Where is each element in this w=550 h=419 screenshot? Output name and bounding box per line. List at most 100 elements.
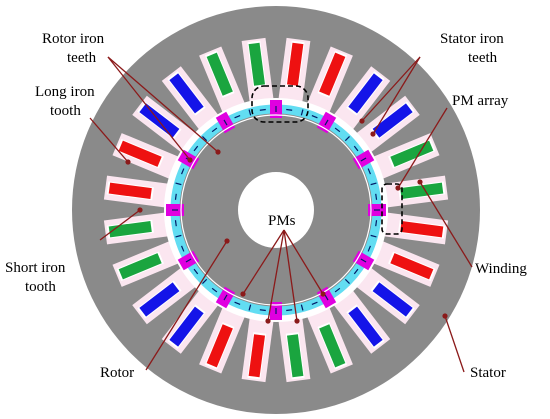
winding-coil xyxy=(169,73,204,114)
leader-dot xyxy=(395,185,401,191)
pm-magnetization-arrow xyxy=(311,114,318,119)
pm-magnetization-arrow xyxy=(202,278,208,284)
pm-magnetization-arrow xyxy=(211,287,218,293)
label-long-iron-tooth-line2: tooth xyxy=(50,103,81,119)
leader-dot xyxy=(320,291,326,297)
winding-coil xyxy=(348,73,383,114)
leader-dot xyxy=(187,157,193,163)
pm-magnetization-arrow xyxy=(375,220,378,227)
pm-array-box-right xyxy=(381,183,403,235)
pm-magnetization-arrow xyxy=(324,294,329,301)
leader-line xyxy=(267,229,285,322)
leader-dot xyxy=(137,207,143,213)
pm-magnetization-arrow xyxy=(334,287,341,293)
leader-line xyxy=(444,315,465,373)
leader-line xyxy=(145,240,228,371)
pm-array-box-top xyxy=(251,85,309,123)
pm-magnetization-arrow xyxy=(175,234,182,238)
pm-magnetization-arrow xyxy=(375,193,378,200)
winding-coil xyxy=(319,52,346,96)
pm-magnetization-arrow xyxy=(193,145,199,152)
pm-magnetization-arrow xyxy=(334,127,341,133)
pm-magnetization-arrow xyxy=(344,136,350,142)
label-rotor-iron-teeth-line2: teeth xyxy=(67,50,97,66)
leader-line xyxy=(242,229,285,295)
label-winding: Winding xyxy=(475,261,527,277)
pm-magnetization-arrow xyxy=(234,301,241,306)
winding-coil xyxy=(248,334,266,378)
leader-dot xyxy=(359,118,365,124)
leader-line xyxy=(283,229,324,295)
winding-coil xyxy=(118,253,162,280)
winding-coil xyxy=(169,306,204,347)
leader-line xyxy=(89,117,129,163)
leader-dot xyxy=(215,149,221,155)
pm-magnetization-arrow xyxy=(211,127,218,133)
leader-dot xyxy=(224,238,230,244)
leader-line xyxy=(283,229,298,322)
pm-magnetization-arrow xyxy=(353,145,359,152)
pm-magnetization-arrow xyxy=(367,168,372,175)
pm-magnetization-arrow xyxy=(174,193,177,200)
leader-line xyxy=(419,181,473,268)
label-stator-iron-teeth-line1: Stator iron xyxy=(440,31,504,47)
leader-line xyxy=(361,56,421,122)
pm-array-highlights xyxy=(251,85,403,235)
shaft-hole xyxy=(238,172,314,248)
winding-coil xyxy=(348,306,383,347)
pm-magnetization-arrow xyxy=(360,157,367,162)
label-long-iron-tooth-line1: Long iron xyxy=(35,84,95,100)
label-pm-array: PM array xyxy=(452,93,509,109)
leader-line xyxy=(372,56,421,135)
pm-magnetization-arrow xyxy=(185,258,192,263)
leader-dot xyxy=(294,318,300,324)
winding-coil xyxy=(139,282,180,317)
pm-magnetization-arrow xyxy=(180,168,185,175)
leader-line xyxy=(107,56,219,153)
pm-magnetization-arrow xyxy=(223,119,228,126)
pm-magnetization-arrow xyxy=(193,268,199,275)
label-stator-iron-teeth-line2: teeth xyxy=(468,50,498,66)
leader-dot xyxy=(370,131,376,137)
pm-magnetization-arrow xyxy=(259,108,266,111)
winding-coil xyxy=(372,282,413,317)
pm-magnetization-arrow xyxy=(248,304,252,311)
leader-line xyxy=(107,56,191,161)
pm-magnetization-arrow xyxy=(175,182,182,186)
pm-magnetization-arrow xyxy=(324,119,329,126)
pm-magnetization-arrow xyxy=(180,245,185,252)
leader-lines xyxy=(89,56,473,373)
pm-magnetization-arrow xyxy=(353,268,359,275)
label-rotor: Rotor xyxy=(100,365,134,381)
pm-magnetization-arrow xyxy=(367,245,372,252)
label-stator: Stator xyxy=(470,365,506,381)
pm-magnetization-arrow xyxy=(360,258,367,263)
pm-magnetization-arrow xyxy=(311,301,318,306)
pm-magnetization-arrow xyxy=(234,114,241,119)
label-pms: PMs xyxy=(268,213,296,229)
winding-coil xyxy=(286,42,304,86)
pm-magnetization-arrow xyxy=(174,220,177,227)
winding-coil xyxy=(390,253,434,280)
rotor-gap-line xyxy=(180,114,372,306)
leader-line xyxy=(397,107,448,189)
leader-dot xyxy=(125,159,131,165)
winding-coil xyxy=(206,52,233,96)
leader-line xyxy=(99,209,141,241)
label-short-iron-tooth-line2: tooth xyxy=(25,279,56,295)
pm-magnetization-arrow xyxy=(202,136,208,142)
pm-magnetization-arrow xyxy=(300,109,304,116)
winding-coil xyxy=(286,334,304,378)
leader-dot xyxy=(265,318,271,324)
winding-coil xyxy=(206,324,233,368)
pm-magnetization-arrow xyxy=(259,309,266,312)
winding-coil xyxy=(372,103,413,138)
winding-coil xyxy=(118,140,162,167)
winding-coil xyxy=(319,324,346,368)
winding-coil xyxy=(248,42,266,86)
pm-magnetization-arrow xyxy=(248,109,252,116)
leader-dot xyxy=(240,291,246,297)
labels: Rotor iron teeth Stator iron teeth Long … xyxy=(5,31,527,381)
